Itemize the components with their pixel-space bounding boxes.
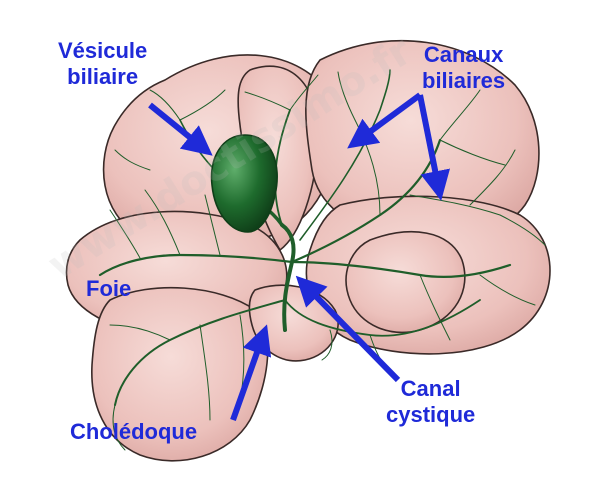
- arrow-vesicule: [148, 102, 213, 156]
- gallbladder: [210, 134, 278, 233]
- label-canal-cystique: Canal cystique: [386, 376, 476, 427]
- label-foie: Foie: [86, 276, 132, 301]
- label-choledoque: Cholédoque: [70, 419, 198, 444]
- label-canaux-biliaires: Canaux biliaires: [422, 42, 506, 93]
- arrow-canaux-2: [417, 94, 451, 201]
- arrow-canal-cystique: [295, 275, 401, 383]
- label-vesicule-biliaire: Vésicule biliaire: [58, 38, 148, 89]
- liver-lobes: [65, 39, 551, 462]
- lobe-lower-front: [91, 286, 269, 462]
- label-arrows: [148, 92, 451, 422]
- arrow-canaux-1: [347, 92, 422, 149]
- arrow-choledoque: [230, 324, 272, 422]
